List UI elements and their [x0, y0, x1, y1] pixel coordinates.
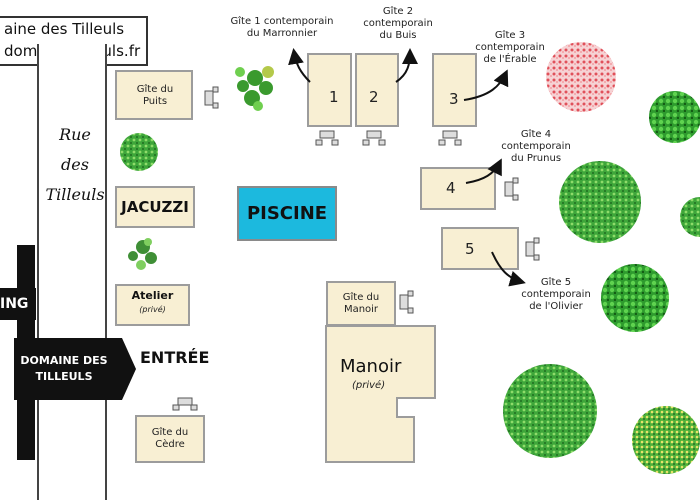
manoir-label: Manoir — [340, 356, 402, 377]
direction-sign-partial: ING — [0, 288, 36, 320]
arrow-gite-3 — [463, 69, 509, 101]
gite-4[interactable]: 4 — [420, 167, 496, 210]
gite-du-cedre[interactable]: Gîte du Cèdre — [135, 415, 205, 463]
label-gite-5: Gîte 5 contemporain de l'Olivier — [521, 277, 591, 312]
manoir-note: (privé) — [352, 380, 386, 391]
domaine-sign: DOMAINE DES TILLEULS — [14, 338, 136, 400]
jacuzzi[interactable]: JACUZZI — [115, 186, 195, 228]
gite-2[interactable]: 2 — [355, 53, 399, 127]
tree-icon — [546, 42, 616, 112]
table-icon — [172, 86, 540, 411]
gite-3[interactable]: 3 — [432, 53, 477, 127]
tree-icon — [601, 264, 669, 332]
label-gite-4: Gîte 4 contemporain du Prunus — [501, 129, 571, 164]
gite-du-puits[interactable]: Gîte du Puits — [115, 70, 193, 120]
tree-icon — [680, 197, 700, 237]
tree-icon — [120, 133, 158, 171]
arrow-gite-5 — [491, 251, 526, 287]
arrow-gite-2 — [395, 48, 418, 83]
tree-icon — [503, 364, 597, 458]
site-name: aine des Tilleuls — [4, 20, 125, 38]
entrance-label: ENTRÉE — [140, 348, 210, 367]
arrow-gite-1 — [288, 48, 311, 83]
gite-1[interactable]: 1 — [307, 53, 352, 127]
gite-5[interactable]: 5 — [441, 227, 519, 270]
tree-icon — [632, 406, 700, 474]
road: Rue des Tilleuls — [37, 44, 107, 500]
plant-icon — [235, 66, 274, 111]
tree-icon — [559, 161, 641, 243]
plant-icon — [128, 238, 157, 270]
label-gite-3: Gîte 3 contemporain de l'Érable — [475, 30, 545, 65]
tree-icon — [649, 91, 700, 143]
atelier[interactable]: Atelier (privé) — [115, 284, 190, 326]
label-gite-2: Gîte 2 contemporain du Buis — [363, 6, 433, 41]
manoir-building[interactable] — [325, 325, 440, 465]
arrow-gite-4 — [465, 158, 502, 184]
label-gite-1: Gîte 1 contemporain du Marronnier — [230, 16, 334, 39]
road-name: Rue des Tilleuls — [45, 125, 105, 204]
swimming-pool[interactable]: PISCINE — [237, 186, 337, 241]
